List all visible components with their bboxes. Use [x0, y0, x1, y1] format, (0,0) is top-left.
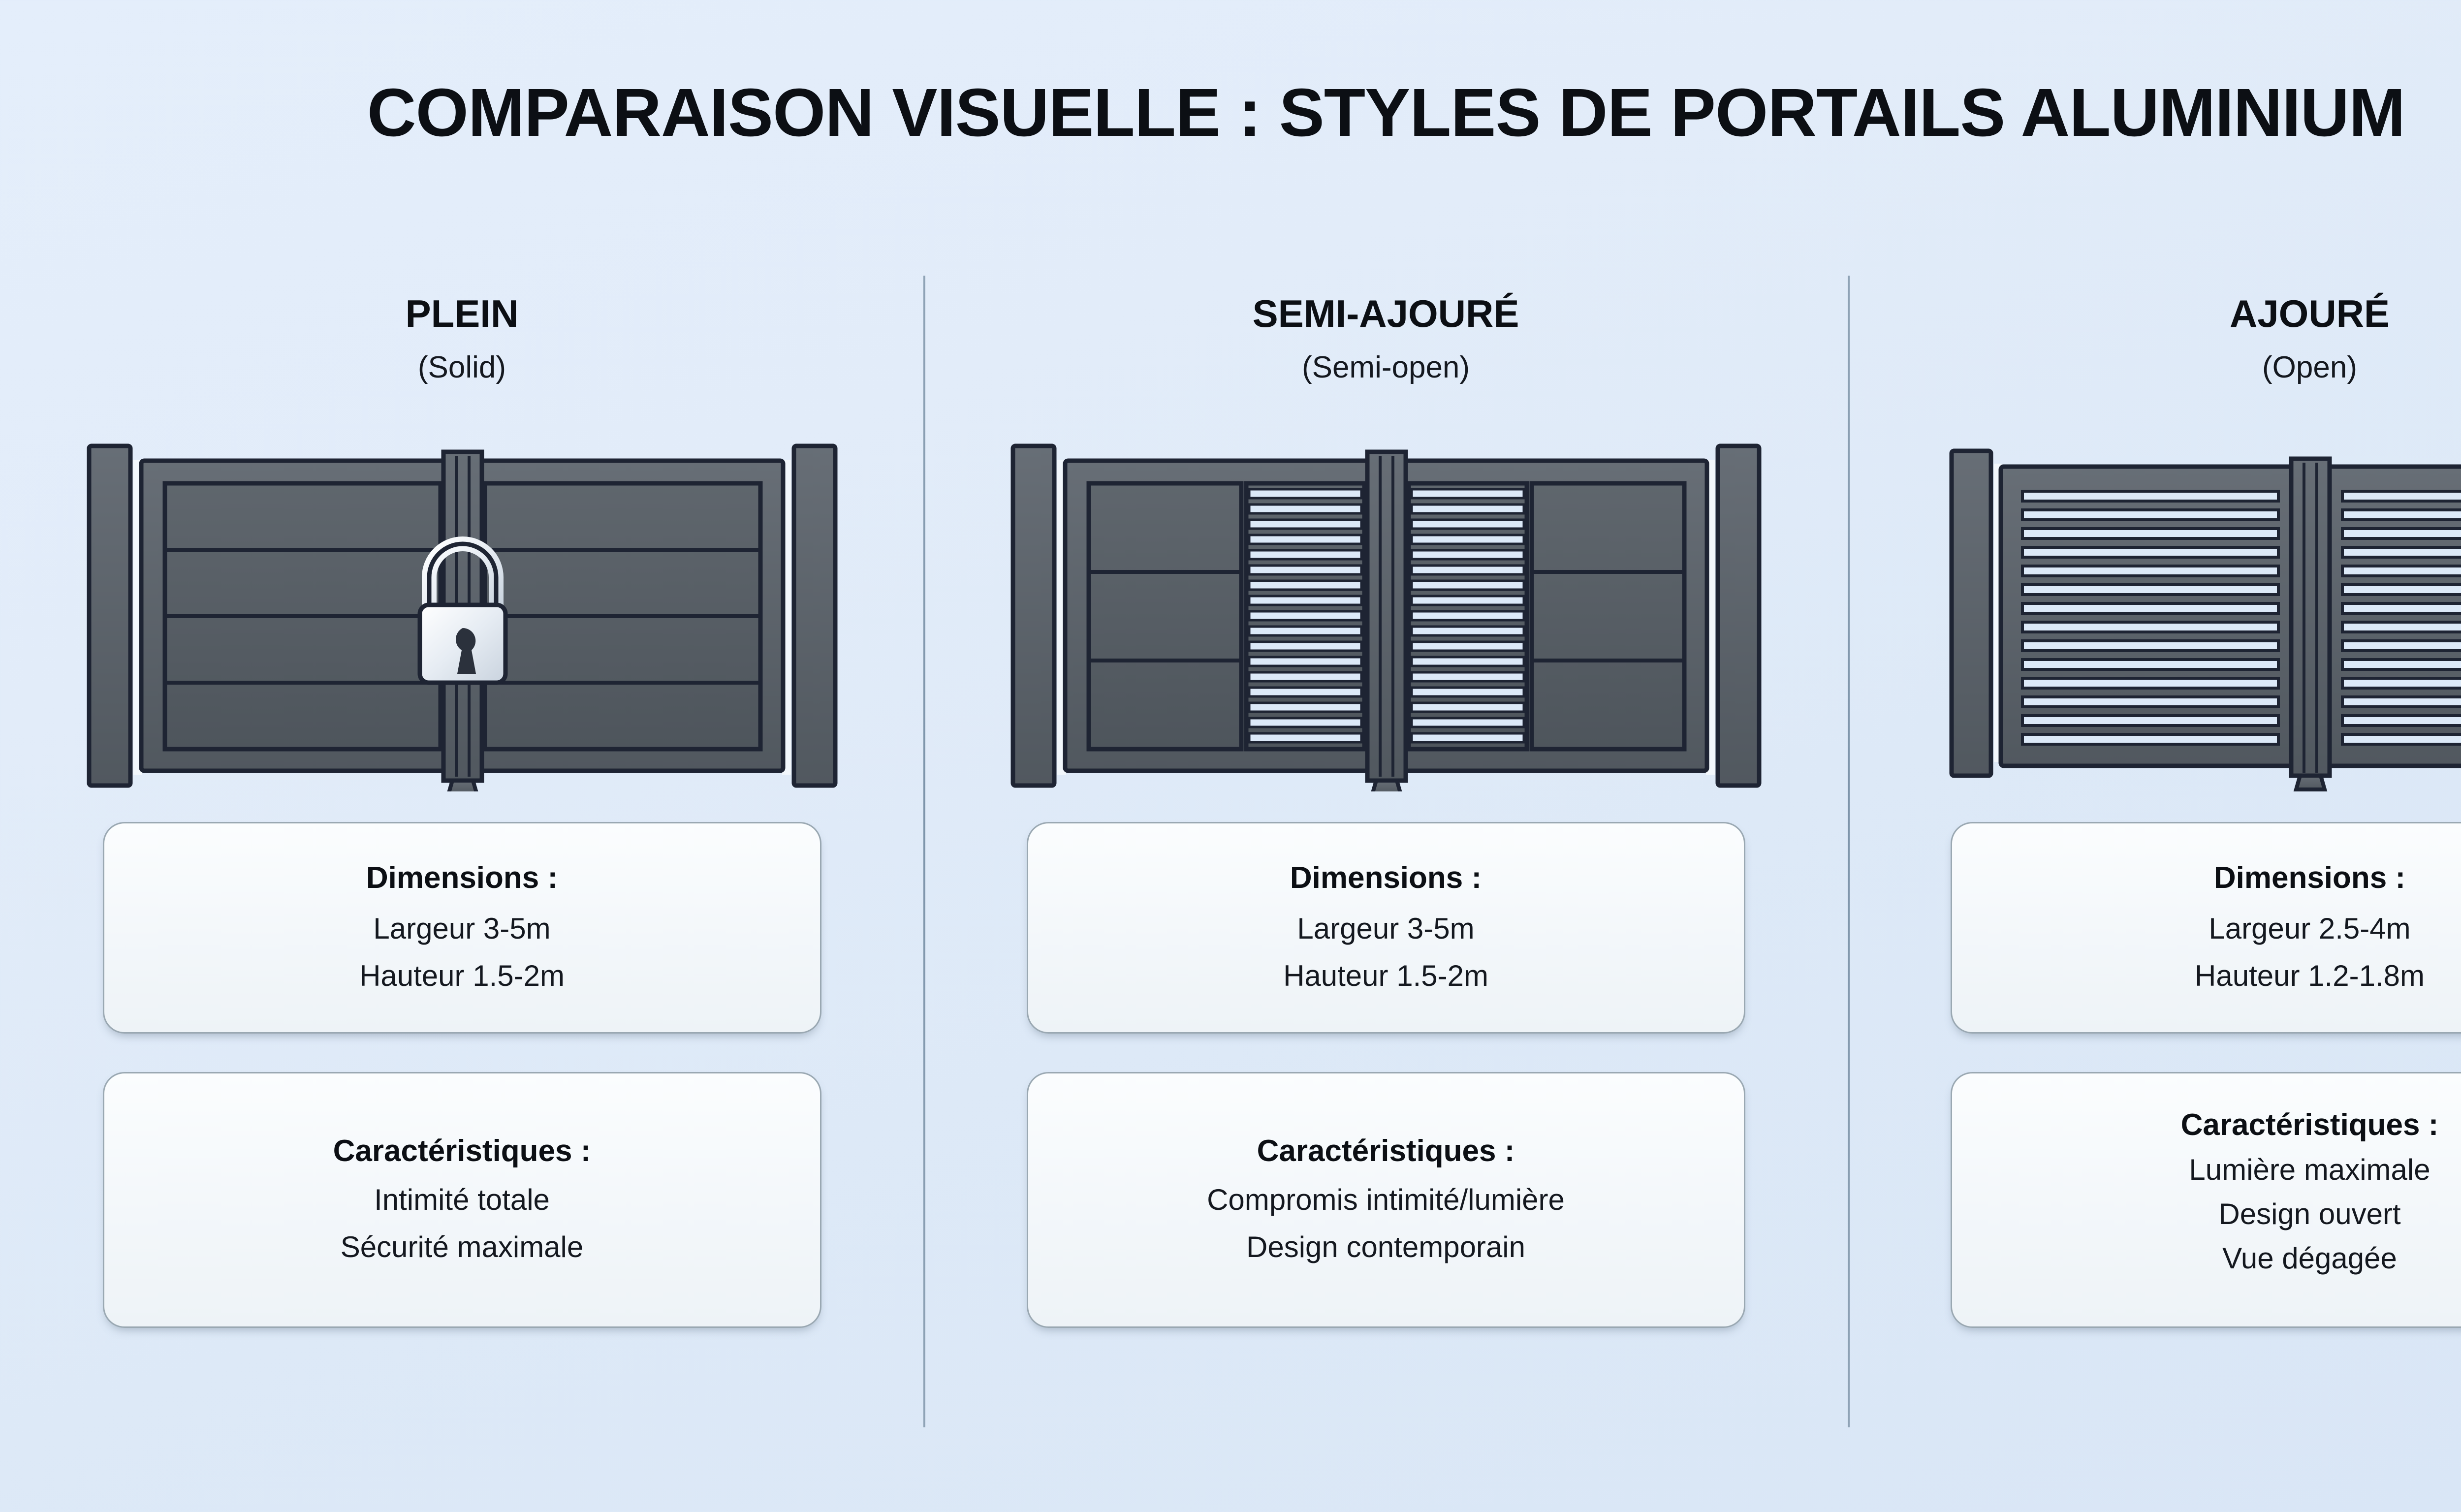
solid-panel-left: [1086, 481, 1243, 752]
features-card: Caractéristiques : Intimité totale Sécur…: [102, 1072, 821, 1328]
features-line: Intimité totale: [374, 1183, 550, 1216]
features-line: Lumière maximale: [2189, 1153, 2430, 1186]
gate-centre-stile: [2289, 456, 2332, 791]
dimensions-line: Hauteur 1.5-2m: [1283, 959, 1488, 992]
dimensions-heading: Dimensions :: [1290, 861, 1482, 895]
features-card: Caractéristiques : Compromis intimité/lu…: [1026, 1072, 1745, 1328]
gate-illustration-semi-open: [1002, 417, 1770, 791]
dimensions-line: Largeur 3-5m: [1297, 912, 1475, 945]
features-line: Vue dégagée: [2222, 1242, 2397, 1275]
column-subtitle: (Semi-open): [1301, 350, 1470, 384]
features-line: Sécurité maximale: [340, 1230, 584, 1263]
louver-section-left: [1244, 481, 1366, 752]
gate-post-left: [1010, 443, 1066, 788]
panel-seams: [1088, 570, 1684, 662]
column-subtitle: (Solid): [417, 350, 506, 384]
column-subtitle: (Open): [2262, 350, 2357, 384]
features-line: Compromis intimité/lumière: [1207, 1183, 1565, 1216]
gate-post-left: [87, 443, 142, 788]
slat-section-right: [2340, 490, 2461, 746]
dimensions-card: Dimensions : Largeur 3-5m Hauteur 1.5-2m: [1026, 822, 1745, 1034]
gate-centre-stile: [1365, 449, 1408, 791]
solid-panel-right: [1529, 481, 1686, 752]
dimensions-line: Largeur 3-5m: [373, 912, 551, 945]
features-heading: Caractéristiques :: [333, 1134, 591, 1168]
features-heading: Caractéristiques :: [2180, 1108, 2439, 1142]
padlock-icon: [417, 536, 507, 685]
column-semi-ajoure: SEMI-AJOURÉ (Semi-open): [924, 276, 1848, 1437]
panel-seams: [164, 548, 760, 685]
slat-section-left: [2020, 490, 2280, 746]
features-card: Caractéristiques : Lumière maximale Desi…: [1950, 1072, 2461, 1328]
comparison-columns: PLEIN (Solid): [0, 276, 2461, 1437]
features-heading: Caractéristiques :: [1257, 1134, 1515, 1168]
gate-post-right: [1705, 443, 1761, 788]
page-title: COMPARAISON VISUELLE : STYLES DE PORTAIL…: [367, 75, 2405, 151]
dimensions-card: Dimensions : Largeur 3-5m Hauteur 1.5-2m: [102, 822, 821, 1034]
dimensions-card: Dimensions : Largeur 2.5-4m Hauteur 1.2-…: [1950, 822, 2461, 1034]
gate-post-right: [782, 443, 837, 788]
dimensions-line: Hauteur 1.5-2m: [359, 959, 565, 992]
column-title: AJOURÉ: [2229, 292, 2390, 335]
column-plein: PLEIN (Solid): [0, 276, 924, 1437]
gate-post-left: [1949, 448, 2002, 778]
louver-section-right: [1406, 481, 1529, 752]
dimensions-line: Hauteur 1.2-1.8m: [2195, 959, 2425, 992]
features-line: Design contemporain: [1246, 1230, 1525, 1263]
column-divider-2: [1848, 276, 1850, 1427]
dimensions-heading: Dimensions :: [2213, 861, 2406, 895]
gate-illustration-solid: [78, 417, 846, 791]
column-divider-1: [923, 276, 925, 1427]
features-line: Design ouvert: [2218, 1197, 2401, 1230]
gate-illustration-open: [1926, 417, 2461, 791]
column-title: PLEIN: [405, 292, 519, 335]
column-ajoure: AJOURÉ (Open): [1848, 276, 2461, 1437]
gate-frame: [1063, 458, 1709, 773]
dimensions-line: Largeur 2.5-4m: [2209, 912, 2411, 945]
column-title: SEMI-AJOURÉ: [1252, 292, 1519, 335]
gate-frame: [1998, 464, 2461, 768]
dimensions-heading: Dimensions :: [366, 861, 558, 895]
